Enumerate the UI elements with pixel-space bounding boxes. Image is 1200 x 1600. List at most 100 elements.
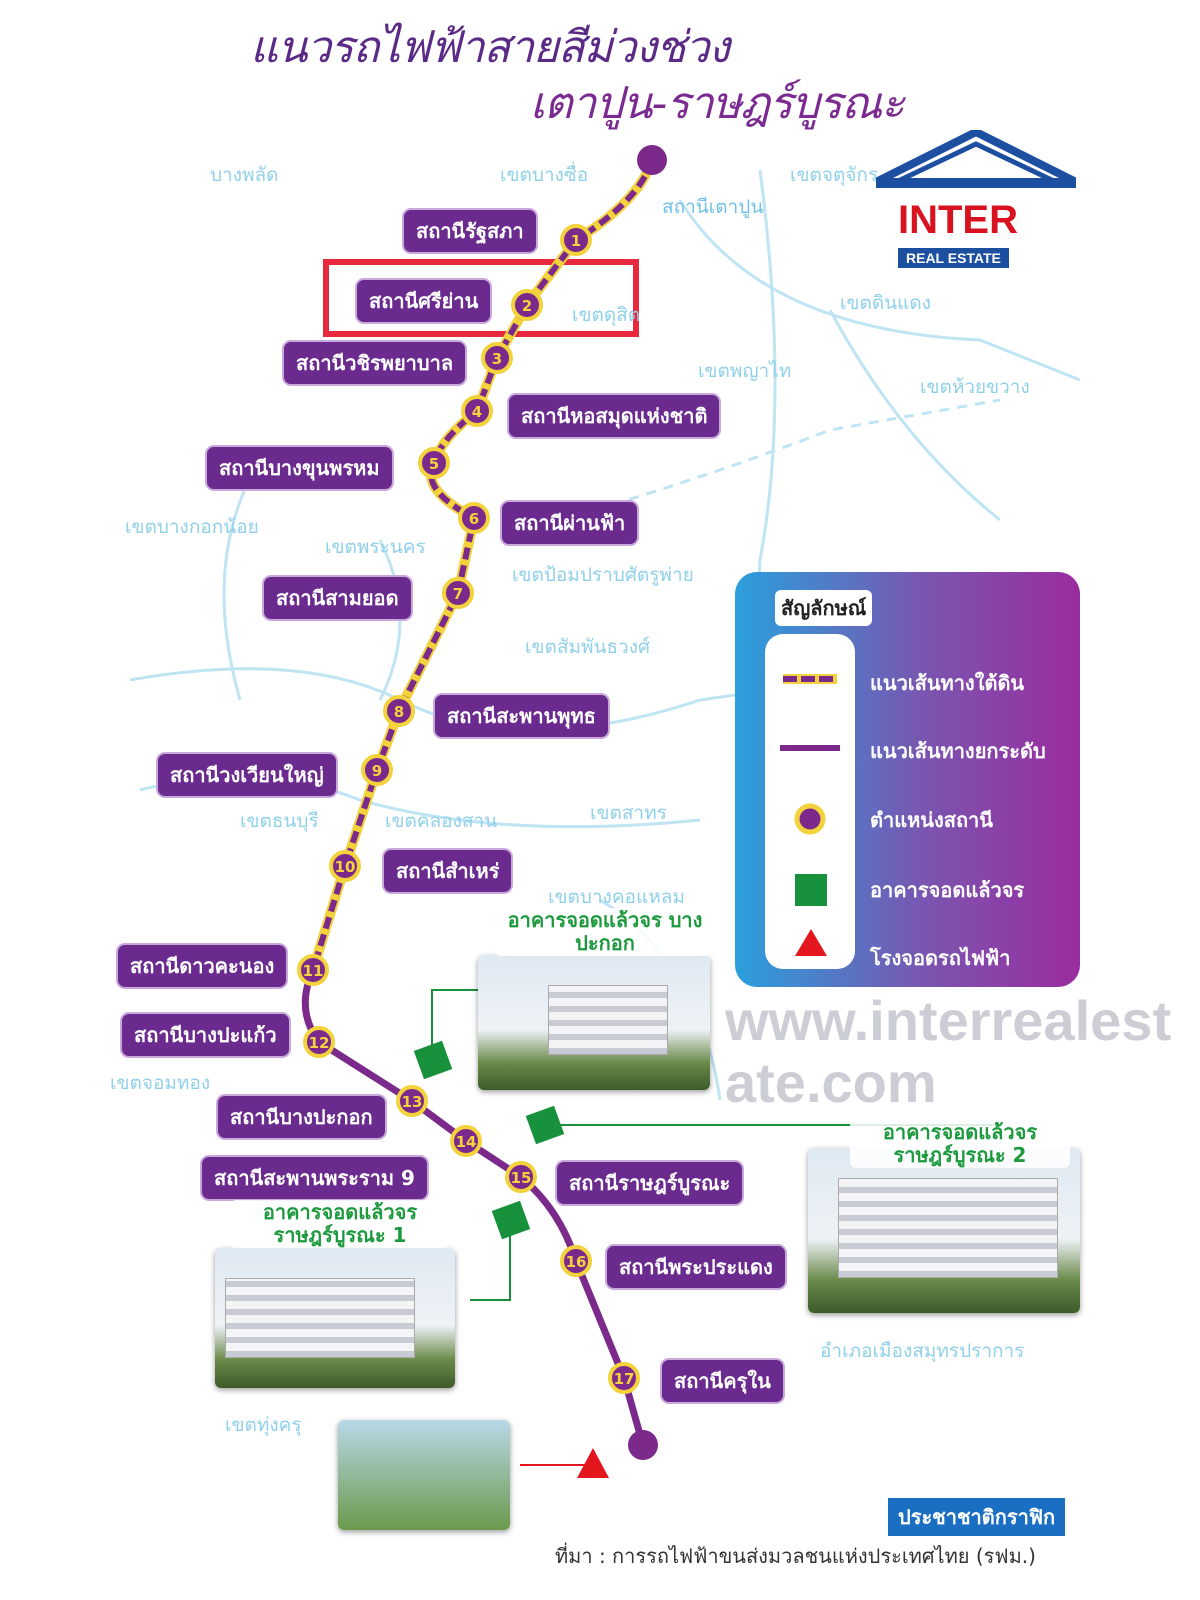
inter-real-estate-logo: INTER REAL ESTATE xyxy=(874,127,1078,280)
station-marker-7[interactable] xyxy=(442,577,474,609)
station-number-17: 17 xyxy=(614,1370,635,1388)
station-label-9[interactable]: สถานีวงเวียนใหญ่ xyxy=(156,752,338,798)
station-marker-14[interactable] xyxy=(450,1125,482,1157)
district-label: เขตดุสิต xyxy=(572,304,641,326)
station-label-15[interactable]: สถานีราษฎร์บูรณะ xyxy=(555,1160,745,1206)
map-title-line1: แนวรถไฟฟ้าสายสีม่วงช่วง xyxy=(250,22,730,73)
station-marker-9[interactable] xyxy=(361,754,393,786)
station-label-7[interactable]: สถานีสามยอด xyxy=(262,575,413,621)
legend-item: แนวเส้นทางยกระดับ xyxy=(870,739,1046,763)
legend-title: สัญลักษณ์ xyxy=(775,590,873,626)
district-label: เขตห้วยขวาง xyxy=(920,376,1030,398)
station-number-8: 8 xyxy=(394,703,404,721)
station-label-10[interactable]: สถานีสำเหร่ xyxy=(382,848,514,894)
station-number-5: 5 xyxy=(429,455,439,473)
station-marker-11[interactable] xyxy=(297,954,329,986)
district-label: บางพลัด xyxy=(210,164,279,186)
district-label: เขตบางกอกน้อย xyxy=(125,516,259,538)
station-number-11: 11 xyxy=(303,962,324,980)
park-ride-marker xyxy=(491,1200,531,1240)
station-number-7: 7 xyxy=(453,585,463,603)
legend-symbols xyxy=(780,674,840,956)
station-label-16[interactable]: สถานีพระประแดง xyxy=(605,1244,787,1290)
station-number-3: 3 xyxy=(492,350,502,368)
station-marker-3[interactable] xyxy=(481,342,513,374)
station-marker-1[interactable] xyxy=(560,224,592,256)
depot-icon xyxy=(795,929,827,956)
watermark: www.interrealestate.com xyxy=(725,989,1172,1114)
district-label: เขตพญาไท xyxy=(698,360,792,382)
station-label-4[interactable]: สถานีหอสมุดแห่งชาติ xyxy=(507,393,722,439)
station-label-1[interactable]: สถานีรัฐสภา xyxy=(402,208,538,254)
credit-badge: ประชาชาติกราฟิก xyxy=(888,1498,1066,1536)
terminal-south xyxy=(628,1430,658,1460)
station-label-12[interactable]: สถานีบางปะแก้ว xyxy=(120,1012,291,1058)
park-ride-label-bangpakok: อาคารจอดแล้วจร บางปะกอก xyxy=(495,908,715,956)
park-ride-marker xyxy=(413,1040,453,1080)
station-number-12: 12 xyxy=(309,1034,330,1052)
legend-item: โรงจอดรถไฟฟ้า xyxy=(870,946,1011,970)
park-ride-photo-bangpakok xyxy=(478,955,710,1090)
terminal-label: สถานีเตาปูน xyxy=(662,196,764,218)
district-label: เขตสัมพันธวงศ์ xyxy=(525,636,651,658)
district-label: เขตจอมทอง xyxy=(110,1072,211,1094)
legend-item: อาคารจอดแล้วจร xyxy=(870,878,1025,902)
district-label: เขตคลองสาน xyxy=(385,810,498,832)
district-label: เขตจตุจักร xyxy=(790,164,879,186)
district-label: เขตธนบุรี xyxy=(240,810,319,832)
park-ride-icon xyxy=(795,874,827,906)
station-number-9: 9 xyxy=(372,762,382,780)
station-marker-4[interactable] xyxy=(461,395,493,427)
park-ride-photo-ratburana-2 xyxy=(808,1148,1080,1313)
terminal-north xyxy=(637,145,667,175)
park-ride-photo-ratburana-1 xyxy=(215,1248,455,1388)
station-number-1: 1 xyxy=(571,232,581,250)
legend-item: แนวเส้นทางใต้ดิน xyxy=(870,671,1025,695)
station-number-4: 4 xyxy=(472,403,482,421)
station-marker-6[interactable] xyxy=(458,502,490,534)
station-label-14[interactable]: สถานีสะพานพระราม 9 xyxy=(200,1155,429,1201)
district-label: เขตทุ่งครุ xyxy=(225,1414,302,1436)
station-label-17[interactable]: สถานีครุใน xyxy=(660,1358,785,1404)
legend: สัญลักษณ์ แนวเส้นทางใต้ดิน แนวเส้นทางยกร… xyxy=(735,572,1080,987)
source-note: ที่มา : การรถไฟฟ้าขนส่งมวลชนแห่งประเทศไท… xyxy=(555,1544,1036,1568)
district-label: อำเภอเมืองสมุทรปราการ xyxy=(820,1340,1025,1362)
station-label-8[interactable]: สถานีสะพานพุทธ xyxy=(433,693,610,739)
roof-icon xyxy=(874,127,1078,188)
station-label-13[interactable]: สถานีบางปะกอก xyxy=(216,1094,387,1140)
district-label: เขตบางคอแหลม xyxy=(548,886,685,908)
station-number-14: 14 xyxy=(456,1133,477,1151)
station-marker-8[interactable] xyxy=(383,695,415,727)
logo-name: INTER xyxy=(898,198,1018,242)
station-number-15: 15 xyxy=(511,1169,532,1187)
park-ride-marker xyxy=(525,1105,565,1145)
station-icon xyxy=(794,803,826,835)
station-number-6: 6 xyxy=(469,510,479,528)
station-number-10: 10 xyxy=(335,858,356,876)
park-ride-label-ratburana-1: อาคารจอดแล้วจร ราษฎร์บูรณะ 1 xyxy=(230,1200,450,1248)
station-marker-15[interactable] xyxy=(505,1161,537,1193)
station-label-11[interactable]: สถานีดาวคะนอง xyxy=(116,943,289,989)
station-marker-2[interactable] xyxy=(511,289,543,321)
station-label-6[interactable]: สถานีผ่านฟ้า xyxy=(500,500,640,546)
district-label: เขตบางซื่อ xyxy=(500,164,589,186)
station-marker-5[interactable] xyxy=(418,447,450,479)
logo-sub: REAL ESTATE xyxy=(898,248,1009,268)
park-ride-label-ratburana-2: อาคารจอดแล้วจร ราษฎร์บูรณะ 2 xyxy=(850,1120,1070,1168)
depot-marker xyxy=(577,1448,609,1478)
station-marker-13[interactable] xyxy=(396,1085,428,1117)
station-label-2[interactable]: สถานีศรีย่าน xyxy=(355,278,493,324)
station-marker-16[interactable] xyxy=(560,1245,592,1277)
station-label-5[interactable]: สถานีบางขุนพรหม xyxy=(205,445,394,491)
station-marker-12[interactable] xyxy=(303,1026,335,1058)
station-number-13: 13 xyxy=(402,1093,423,1111)
station-number-2: 2 xyxy=(522,297,532,315)
district-label: เขตดินแดง xyxy=(840,292,932,314)
district-label: เขตสาทร xyxy=(590,802,667,824)
station-marker-10[interactable] xyxy=(329,850,361,882)
highlight-box xyxy=(323,259,639,337)
legend-item: ตำแหน่งสถานี xyxy=(870,808,993,832)
station-marker-17[interactable] xyxy=(608,1362,640,1394)
station-label-3[interactable]: สถานีวชิรพยาบาล xyxy=(282,340,468,386)
